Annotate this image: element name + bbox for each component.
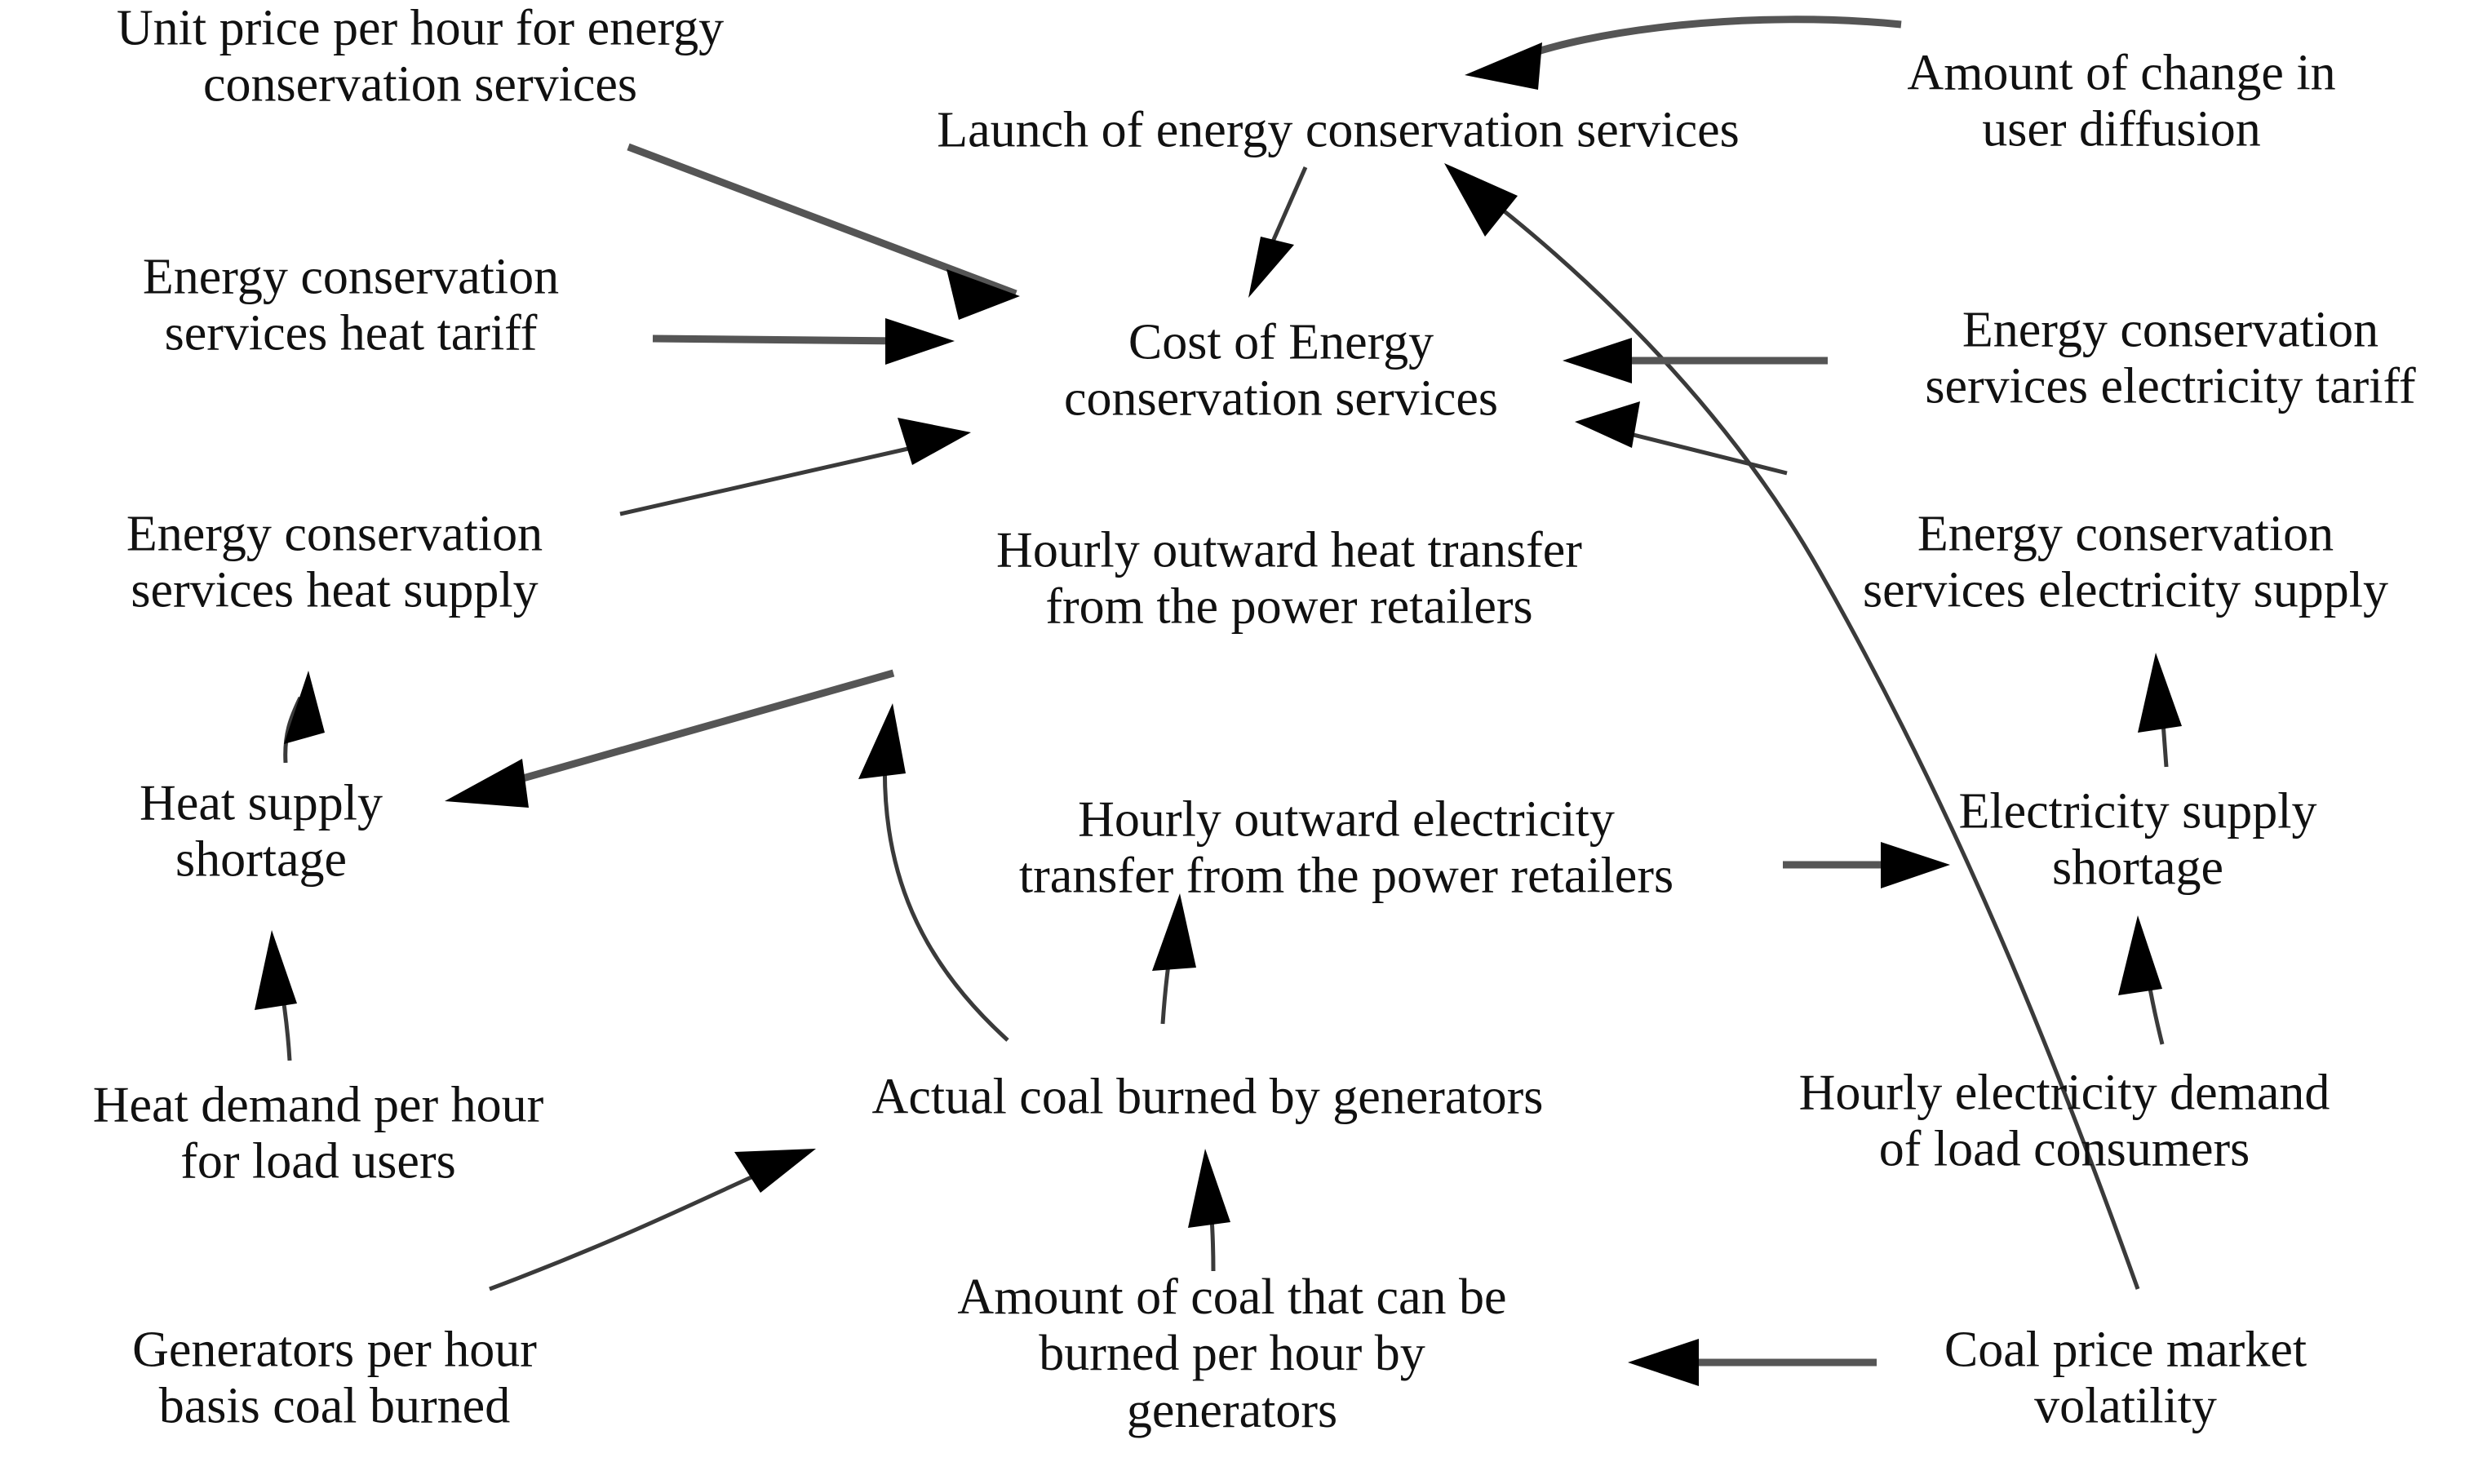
node-line-1: Hourly outward electricity [1078, 791, 1615, 848]
edge-electricity-transfer-to-electricity-shortage [1783, 842, 1950, 888]
node-line-1: Launch of energy conservation services [937, 102, 1740, 158]
node-line-2: basis coal burned [158, 1379, 511, 1434]
edge-generators-coal-to-actual-coal [489, 1149, 816, 1291]
node-line-2: user diffusion [1982, 102, 2261, 157]
node-line-2: services electricity supply [1863, 563, 2388, 618]
edge-heat-transfer-to-heat-shortage [445, 669, 895, 808]
node-line-2: services heat tariff [164, 306, 538, 361]
node-line-2: volatility [2034, 1379, 2217, 1434]
node-line-2: shortage [175, 832, 348, 888]
node-line-2: conservation services [1064, 371, 1498, 427]
node-line-2: for load users [180, 1134, 456, 1189]
node-line-1: Unit price per hour for energy [116, 0, 725, 56]
node-line-1: Energy conservation [142, 249, 560, 305]
node-line-1: Heat supply [140, 775, 383, 831]
node-line-1: Energy conservation [126, 506, 543, 562]
node-line-2: transfer from the power retailers [1018, 848, 1674, 904]
node-line-1: Cost of Energy [1128, 314, 1434, 370]
edge-electricity-supply-to-cost [1575, 401, 1788, 476]
edge-heat-supply-to-cost [619, 418, 971, 516]
node-line-2: services electricity tariff [1925, 359, 2416, 414]
node-line-1: Generators per hour [132, 1322, 537, 1378]
node-actual-coal-burned: Actual coal burned by generators [872, 1069, 1544, 1125]
edge-electricity-demand-to-electricity-shortage [2118, 915, 2165, 1045]
edge-electricity-shortage-to-electricity-supply [2138, 653, 2182, 768]
node-line-1: Energy conservation [1917, 506, 2334, 562]
node-line-1: Actual coal burned by generators [871, 1069, 1544, 1125]
node-line-1: Hourly electricity demand [1798, 1065, 2330, 1121]
node-line-2: shortage [2051, 840, 2224, 896]
edge-heat-tariff-to-cost [652, 318, 955, 365]
edge-electricity-tariff-to-cost [1563, 338, 1828, 383]
node-line-1: Hourly outward heat transfer [996, 522, 1582, 578]
edge-heat-demand-to-heat-shortage [255, 930, 297, 1061]
node-line-2: services heat supply [131, 563, 539, 618]
node-line-1: Heat demand per hour [92, 1077, 544, 1133]
node-launch: Launch of energy conservation services [937, 102, 1740, 158]
edge-user-diffusion-to-launch [1465, 16, 1902, 90]
node-line-1: Amount of coal that can be [957, 1269, 1507, 1325]
node-line-2: from the power retailers [1045, 579, 1533, 635]
node-line-1: Energy conservation [1962, 302, 2379, 358]
edge-launch-to-cost [1248, 166, 1308, 298]
node-line-3: generators [1126, 1382, 1338, 1438]
edge-actual-coal-to-electricity-transfer [1152, 893, 1196, 1025]
node-line-2: conservation services [203, 57, 637, 113]
edge-long-feedback-curve-to-launch [1444, 163, 2140, 1290]
node-line-1: Coal price market [1944, 1322, 2307, 1378]
edge-coal-capacity-to-actual-coal [1188, 1149, 1230, 1272]
edge-coal-price-to-coal-capacity [1628, 1339, 1877, 1386]
node-line-2: burned per hour by [1039, 1326, 1425, 1382]
node-line-1: Electricity supply [1958, 783, 2317, 839]
node-line-1: Amount of change in [1907, 45, 2336, 101]
edge-actual-coal-to-heat-transfer [858, 703, 1009, 1042]
edge-heat-shortage-to-heat-supply [283, 671, 325, 764]
edge-unit-price-to-cost [627, 143, 1020, 320]
node-line-2: of load consumers [1878, 1122, 2250, 1177]
